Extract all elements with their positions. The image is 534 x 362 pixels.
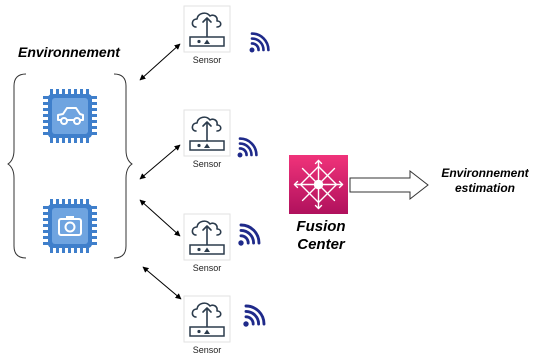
fusion-center-icon [289,155,348,214]
fusion-center-label-line2: Center [297,236,345,253]
sensor-device-4 [183,295,231,343]
environment-estimation-label: Environnement estimation [430,166,534,196]
sensor-label-2: Sensor [192,159,222,169]
link-arrow-sensor-4 [142,266,182,300]
sensor-label-1: Sensor [192,55,222,65]
environment-title: Environnement [18,44,120,60]
environment-bracket-right [113,73,133,259]
wireless-signal-icon-2 [236,137,258,159]
environment-estimation-line2: estimation [454,181,515,195]
sensor-device-2 [183,109,231,157]
sensor-device-1 [183,5,231,53]
wireless-signal-icon-4 [241,304,266,329]
camera-chip-icon [43,199,97,253]
car-chip-icon [43,89,97,143]
sensor-label-4: Sensor [192,345,222,355]
fusion-center-label-line1: Fusion [296,218,346,235]
fusion-center-label: Fusion Center [286,218,356,254]
link-arrow-sensor-2 [139,144,181,180]
link-arrow-sensor-1 [139,43,181,81]
sensor-device-3 [183,213,231,261]
link-arrow-sensor-3 [139,199,181,237]
environment-estimation-line1: Environnement [441,166,529,180]
wireless-signal-icon-3 [236,223,261,248]
wireless-signal-icon-1 [248,32,270,54]
environment-bracket-left [7,73,27,259]
sensor-label-3: Sensor [192,263,222,273]
output-arrow [349,169,429,201]
